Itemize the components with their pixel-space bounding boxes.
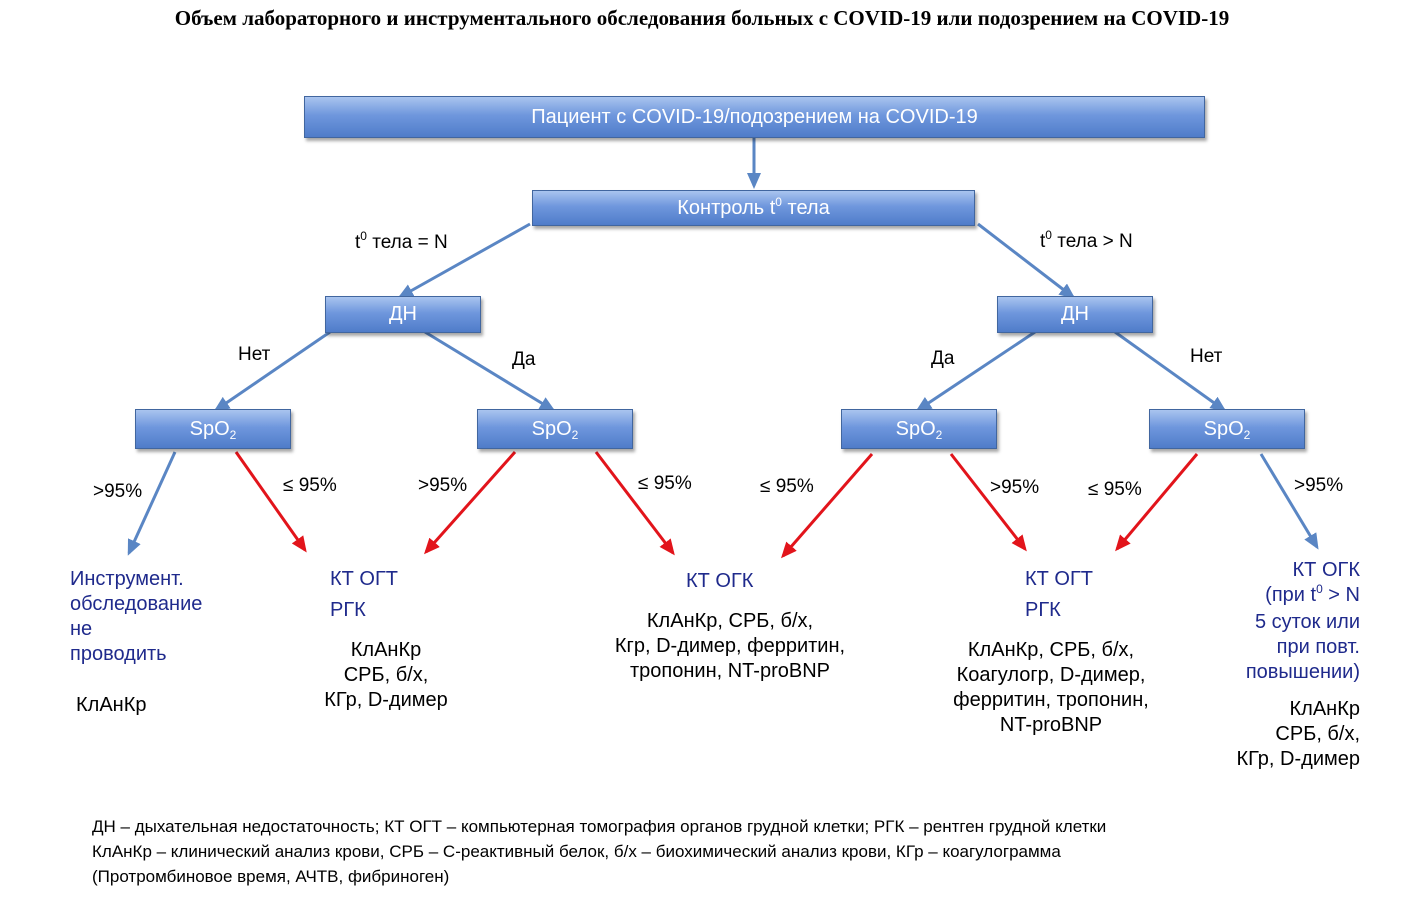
outcome-3-tests: тропонин, NT-proBNP [630, 660, 830, 682]
outcome-5-tests: СРБ, б/х, [1275, 723, 1360, 745]
label-spo2-2-le95: ≤ 95% [638, 473, 692, 494]
outcome-4-tests: КлАнКр, СРБ, б/х, [967, 639, 1135, 661]
spo2-4-label: SpO2 [1203, 417, 1251, 442]
arrow-dn-right-to-spo2-4 [1114, 330, 1227, 412]
arrow-dn-left-to-spo2-2 [424, 330, 556, 412]
arrow-spo2-2-le95 [594, 451, 675, 556]
outcome-1-tests: КлАнКр [76, 694, 147, 716]
outcome-2-tests: КГр, D-димер [324, 689, 448, 711]
outcome-2-line: КТ ОГТ [330, 568, 399, 590]
label-temp-high: t0 тела > N [1040, 228, 1133, 252]
arrow-spo2-1-le95 [234, 451, 307, 553]
label-spo2-4-le95: ≤ 95% [1088, 479, 1142, 500]
outcome-2-tests: СРБ, б/х, [343, 664, 429, 686]
label-yes-right: Да [931, 348, 955, 369]
outcome-4-line: КТ ОГТ [1025, 568, 1094, 590]
temp-control-label: Контроль t0 тела [677, 194, 830, 219]
outcome-3-tests: Кгр, D-димер, ферритин, [614, 635, 846, 657]
outcome-1-line: обследование [70, 593, 203, 615]
outcome-5-line: повышении) [1245, 661, 1360, 683]
outcome-5-line: 5 суток или [1254, 611, 1360, 633]
outcome-5: КТ ОГК (при t0 > N 5 суток или при повт.… [1200, 558, 1360, 772]
label-temp-normal: t0 тела = N [355, 229, 448, 253]
footnote-line: КлАнКр – клинический анализ крови, СРБ –… [92, 842, 1061, 861]
spo2-2-label: SpO2 [531, 417, 579, 442]
outcome-4-tests: Коагулогр, D-димер, [956, 664, 1146, 686]
dn-left-node: ДН [325, 296, 481, 333]
label-spo2-1-le95: ≤ 95% [283, 475, 337, 496]
arrow-spo2-4-le95 [1115, 453, 1199, 552]
outcome-5-tests: КГр, D-димер [1236, 748, 1360, 770]
dn-left-label: ДН [389, 303, 417, 325]
arrow-dn-right-to-spo2-3 [915, 330, 1036, 412]
footnote-line: (Протромбиновое время, АЧТВ, фибриноген) [92, 867, 450, 886]
arrow-temp-to-dn-left [397, 222, 531, 299]
arrow-dn-left-to-spo2-1 [213, 330, 331, 412]
dn-right-label: ДН [1061, 303, 1089, 325]
footnotes: ДН – дыхательная недостаточность; КТ ОГТ… [92, 814, 1382, 889]
outcome-2-tests: КлАнКр [350, 639, 422, 661]
outcome-5-line: при повт. [1276, 636, 1360, 658]
outcome-3: КТ ОГК КлАнКр, СРБ, б/х, Кгр, D-димер, ф… [580, 569, 880, 684]
dn-right-node: ДН [997, 296, 1153, 333]
spo2-3-label: SpO2 [895, 417, 943, 442]
label-yes-left: Да [512, 349, 536, 370]
outcome-2: КТ ОГТ РГК КлАнКр СРБ, б/х, КГр, D-димер [298, 567, 474, 713]
label-no-right: Нет [1190, 346, 1223, 367]
arrow-spo2-3-gt95 [949, 453, 1027, 552]
temp-control-node: Контроль t0 тела [532, 190, 975, 226]
arrow-spo2-4-gt95 [1259, 453, 1319, 550]
label-no-left: Нет [238, 344, 271, 365]
outcome-3-line: КТ ОГК [686, 570, 754, 592]
outcome-1-line: не [70, 618, 93, 640]
outcome-3-tests: КлАнКр, СРБ, б/х, [646, 610, 814, 632]
outcome-5-line: КТ ОГК [1292, 559, 1360, 581]
outcome-2-line: РГК [330, 599, 366, 621]
label-spo2-3-gt95: >95% [990, 477, 1040, 498]
outcome-4: КТ ОГТ РГК КлАнКр, СРБ, б/х, Коагулогр, … [926, 567, 1176, 738]
spo2-node-3: SpO2 [841, 409, 997, 449]
outcome-1: Инструмент. обследование не проводить Кл… [70, 567, 202, 718]
outcome-5-tests: КлАнКр [1289, 698, 1360, 720]
spo2-1-label: SpO2 [189, 417, 237, 442]
arrow-spo2-3-le95 [781, 453, 874, 559]
label-spo2-3-le95: ≤ 95% [760, 476, 814, 497]
label-spo2-4-gt95: >95% [1294, 475, 1344, 496]
outcome-5-line: (при t0 > N [1265, 582, 1360, 606]
page-title: Объем лабораторного и инструментального … [174, 6, 1230, 30]
patient-node: Пациент с COVID-19/подозрением на COVID-… [304, 96, 1205, 138]
outcome-4-tests: ферритин, тропонин, [953, 689, 1149, 711]
spo2-node-2: SpO2 [477, 409, 633, 449]
patient-node-label: Пациент с COVID-19/подозрением на COVID-… [531, 105, 978, 128]
outcome-4-line: РГК [1025, 599, 1061, 621]
spo2-node-1: SpO2 [135, 409, 291, 449]
label-spo2-2-gt95: >95% [418, 475, 468, 496]
outcome-1-line: Инструмент. [70, 568, 184, 590]
spo2-node-4: SpO2 [1149, 409, 1305, 449]
footnote-line: ДН – дыхательная недостаточность; КТ ОГТ… [92, 817, 1107, 836]
arrow-spo2-2-gt95 [424, 451, 517, 555]
arrow-spo2-1-gt95 [127, 451, 177, 556]
arrow-temp-to-dn-right [977, 222, 1076, 299]
label-spo2-1-gt95: >95% [93, 481, 143, 502]
outcome-1-line: проводить [70, 643, 167, 665]
outcome-4-tests: NT-proBNP [999, 714, 1103, 736]
